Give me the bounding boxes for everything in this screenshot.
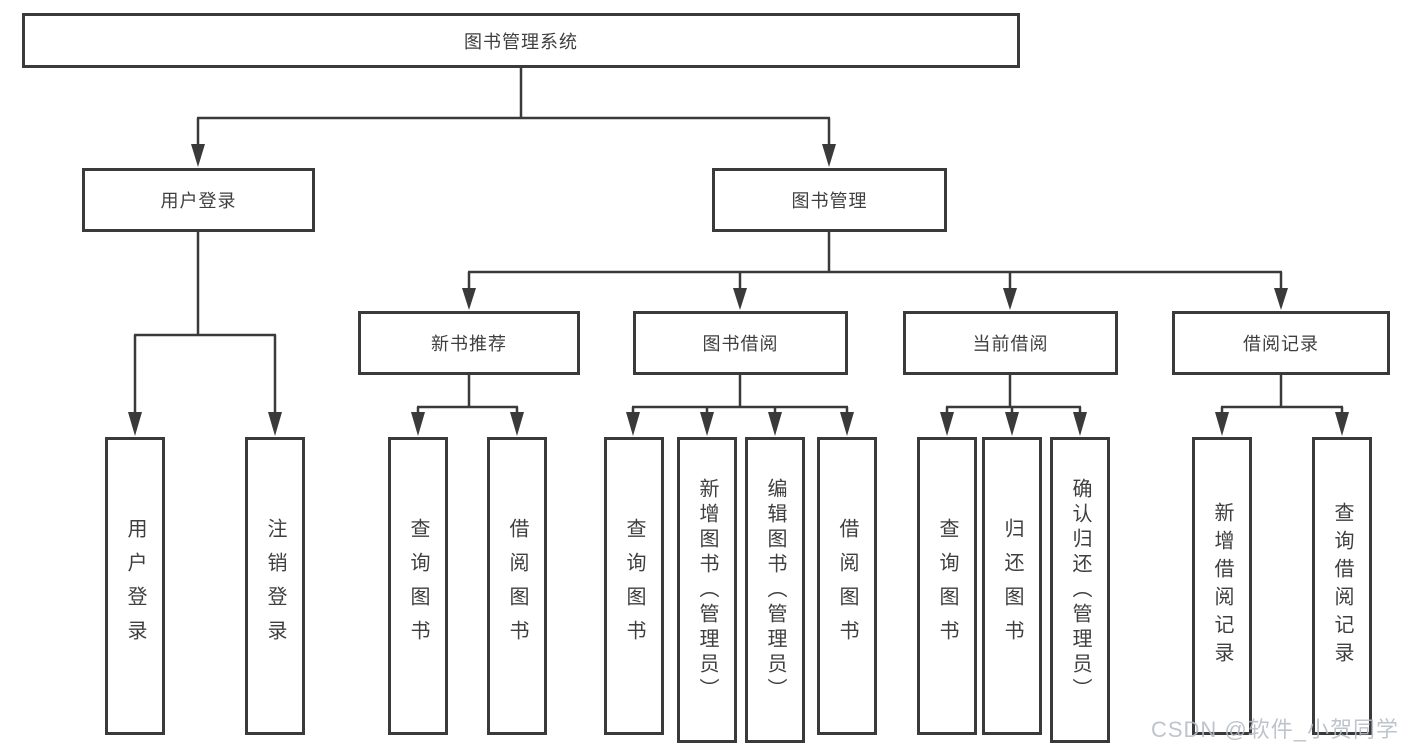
node-root: 图书管理系统 xyxy=(22,13,1020,68)
leaf-logout: 注销登录 xyxy=(245,437,305,735)
arrowheads xyxy=(128,144,1349,436)
leaf-borrow-book-1: 借阅图书 xyxy=(487,437,547,735)
leaf-query-book-1: 查询图书 xyxy=(388,437,448,735)
leaf-confirm-return-admin: 确认归还（管理员） xyxy=(1050,437,1110,743)
node-current-borrow: 当前借阅 xyxy=(903,311,1118,375)
leaf-query-book-3: 查询图书 xyxy=(917,437,977,735)
leaf-add-borrow-record: 新增借阅记录 xyxy=(1192,437,1252,735)
leaf-user-login: 用户登录 xyxy=(105,437,165,735)
node-new-book-rec: 新书推荐 xyxy=(358,311,580,375)
node-user-login: 用户登录 xyxy=(82,168,315,232)
node-borrow-records: 借阅记录 xyxy=(1172,311,1390,375)
leaf-borrow-book-2: 借阅图书 xyxy=(817,437,877,735)
node-book-mgmt: 图书管理 xyxy=(712,168,947,232)
leaf-add-book-admin: 新增图书（管理员） xyxy=(677,437,737,743)
leaf-query-book-2: 查询图书 xyxy=(604,437,664,735)
leaf-edit-book-admin: 编辑图书（管理员） xyxy=(745,437,805,743)
leaf-query-borrow-record: 查询借阅记录 xyxy=(1312,437,1372,735)
leaf-return-book: 归还图书 xyxy=(982,437,1042,735)
node-book-borrow: 图书借阅 xyxy=(633,311,848,375)
csdn-watermark: CSDN @软件_小贺同学 xyxy=(1150,717,1399,742)
